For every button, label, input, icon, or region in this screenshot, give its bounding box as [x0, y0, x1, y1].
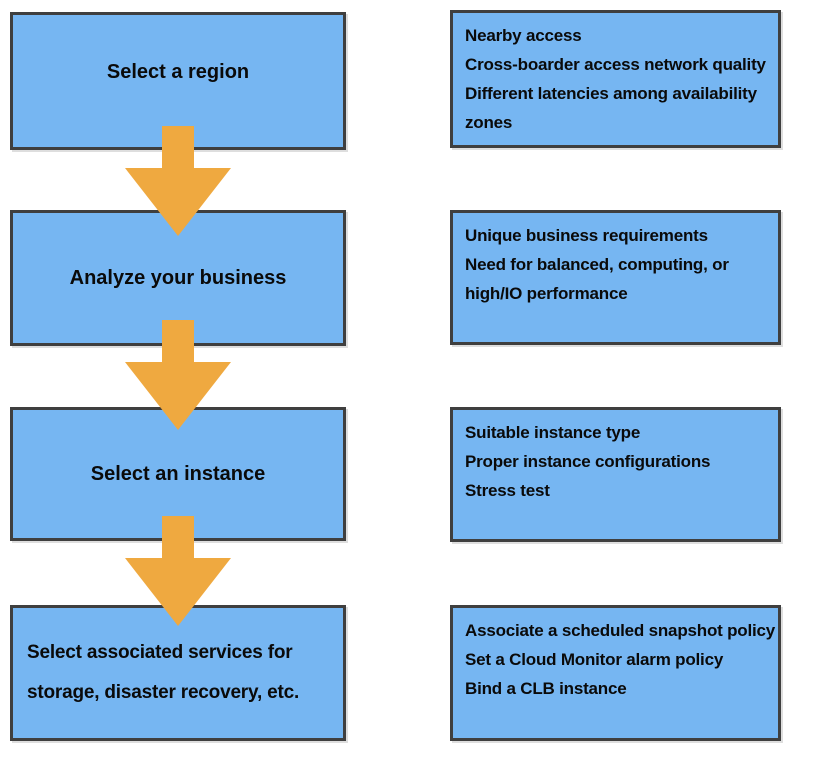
down-arrow-icon: [125, 126, 231, 236]
step-box-select-associated-services: Select associated services for storage, d…: [10, 605, 346, 741]
text-line: Unique business requirements: [465, 226, 708, 245]
text-line: Set a Cloud Monitor alarm policy: [465, 650, 724, 669]
text-line: Proper instance configurations: [465, 452, 711, 471]
down-arrow-icon: [125, 516, 231, 626]
text-line: high/IO performance: [465, 284, 628, 303]
text-line: Need for balanced, computing, or: [465, 255, 729, 274]
text-line: Bind a CLB instance: [465, 679, 627, 698]
text-line: Analyze your business: [69, 266, 287, 289]
text-line: Select associated services for: [27, 642, 293, 663]
text-line: Different latencies among availability: [465, 84, 757, 103]
text-line: Select a region: [106, 60, 250, 83]
text-line: storage, disaster recovery, etc.: [27, 682, 300, 703]
text-line: Select an instance: [90, 462, 266, 485]
text-line: Cross-boarder access network quality: [465, 55, 766, 74]
text-line: Nearby access: [465, 26, 582, 45]
text-line: Associate a scheduled snapshot policy: [465, 621, 776, 640]
text-line: Suitable instance type: [465, 423, 641, 442]
text-line: zones: [465, 113, 513, 132]
text-line: Stress test: [465, 481, 550, 500]
down-arrow-icon: [125, 320, 231, 430]
